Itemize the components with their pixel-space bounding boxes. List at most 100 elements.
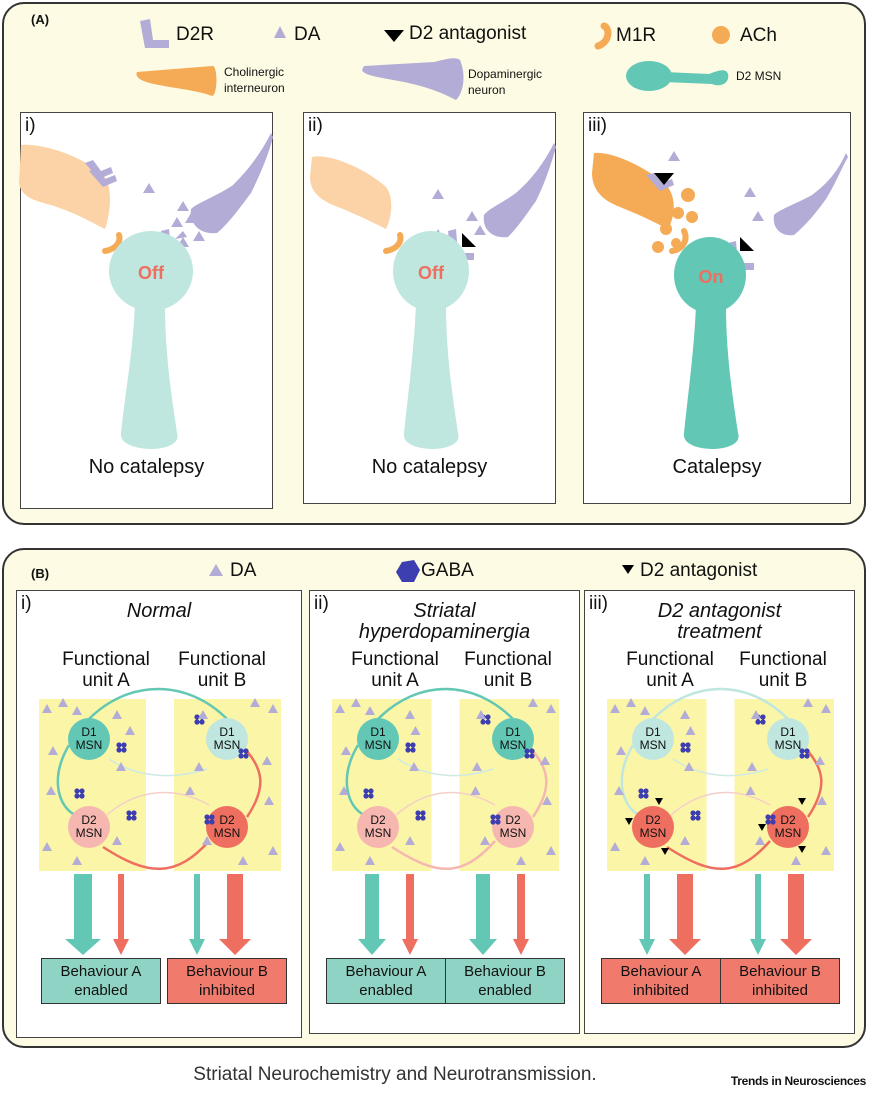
dopaminergic-neuron	[483, 143, 556, 238]
dopaminergic-neuron	[190, 133, 273, 234]
cholinergic-interneuron-legend-icon	[136, 65, 217, 96]
d1-msn-unit-a	[68, 718, 110, 760]
d1-connection	[88, 687, 228, 720]
functional-units-illustration	[332, 687, 559, 955]
da-legend-icon	[274, 26, 286, 38]
title-line1: D2 antagonist	[657, 600, 782, 622]
panel-a-subpanel-1: i) Off No catalepsy	[19, 112, 273, 509]
panel-a-subpanel-2: ii) Off No catalepsy	[303, 112, 556, 504]
cell-type: D2	[370, 813, 386, 827]
cell-msn: MSN	[639, 826, 667, 840]
behaviour-line2: enabled	[359, 982, 413, 999]
behaviour-line2: inhibited	[633, 982, 689, 999]
cell-msn: MSN	[75, 738, 103, 752]
outcome-label: No catalepsy	[88, 456, 205, 478]
behaviour-line1: Behaviour A	[60, 963, 142, 980]
behaviour-line2: inhibited	[752, 982, 808, 999]
d2-antagonist	[462, 233, 476, 247]
d2r-legend-icon	[140, 19, 169, 48]
behaviour-line1: Behaviour B	[186, 963, 268, 980]
cell-type: D2	[780, 813, 796, 827]
d1-msn-unit-b	[767, 718, 809, 760]
panel-a-subpanel-3-illustration	[592, 151, 848, 449]
d2-antagonist-mark	[798, 798, 806, 805]
panel-a-subpanel-3: iii)	[583, 112, 851, 504]
label-line2: unit A	[82, 670, 130, 691]
legend-d2r-label: D2R	[176, 24, 215, 45]
panel-a-label: (A)	[31, 12, 50, 27]
d2-antagonist	[740, 237, 754, 251]
title-line1: Striatal	[413, 600, 476, 622]
cell-msn: MSN	[639, 738, 667, 752]
label-line1: Functional	[351, 649, 439, 670]
subpanel-number: ii)	[308, 115, 323, 136]
legend-d2msn-label: D2 MSN	[736, 69, 782, 83]
legend-ach-label: ACh	[740, 25, 777, 46]
m1r-receptor	[669, 228, 689, 254]
legend-gaba-label: GABA	[421, 560, 474, 581]
gaba-legend-icon	[396, 560, 420, 582]
dopamine-molecules	[432, 189, 486, 239]
dopaminergic-neuron-legend-icon	[362, 58, 464, 100]
panel-b-legend-icons	[209, 560, 634, 582]
d2-connection	[666, 840, 771, 870]
cell-type: D1	[645, 725, 661, 739]
cell-type: D2	[219, 813, 235, 827]
behaviour-line2: enabled	[478, 982, 532, 999]
d2-msn-neuron	[393, 231, 469, 449]
legend-cholinergic-label: Cholinergic interneuron	[224, 64, 285, 96]
outcome-label: No catalepsy	[371, 456, 488, 478]
subpanel-number: i)	[21, 593, 32, 614]
panel-b-label: (B)	[31, 566, 50, 581]
d2-connection	[391, 840, 496, 870]
cholinergic-interneuron	[592, 152, 674, 229]
behaviour-line1: Behaviour B	[739, 963, 821, 980]
behaviour-a-box: Behaviour A enabled	[326, 958, 446, 1004]
behaviour-line1: Behaviour A	[620, 963, 702, 980]
cell-msn: MSN	[364, 826, 392, 840]
cell-type: D2	[505, 813, 521, 827]
d2-msn-unit-a	[632, 806, 674, 848]
cell-type: D1	[505, 725, 521, 739]
subpanel-number: i)	[25, 115, 36, 136]
cell-type: D2	[81, 813, 97, 827]
subpanel-number: ii)	[314, 593, 329, 614]
cell-type: D2	[645, 813, 661, 827]
cell-msn: MSN	[774, 826, 802, 840]
d2-msn-neuron	[674, 237, 746, 449]
subpanel-number: iii)	[589, 593, 608, 614]
d2-msn-unit-a	[68, 806, 110, 848]
d1-msn-unit-a	[357, 718, 399, 760]
label-line1: Functional	[464, 649, 552, 670]
legend-d2-antagonist-label: D2 antagonist	[409, 23, 527, 44]
d1-msn-unit-a	[632, 718, 674, 760]
label-line2: unit A	[646, 670, 694, 691]
title-line1: Normal	[126, 600, 192, 622]
outcome-label: Catalepsy	[672, 456, 762, 478]
cholinergic-interneuron	[19, 144, 110, 229]
legend-cholinergic-line2: interneuron	[224, 81, 285, 95]
behaviour-line1: Behaviour A	[345, 963, 427, 980]
msn-state-label: Off	[418, 263, 444, 283]
m1r-receptor	[383, 232, 404, 254]
title-line2: hyperdopaminergia	[358, 621, 531, 643]
title-line2: treatment	[677, 621, 762, 643]
ach-molecules	[652, 188, 698, 253]
legend-d2-antagonist-label: D2 antagonist	[640, 560, 758, 581]
cholinergic-interneuron	[310, 156, 392, 229]
dopaminergic-neuron	[773, 153, 848, 236]
